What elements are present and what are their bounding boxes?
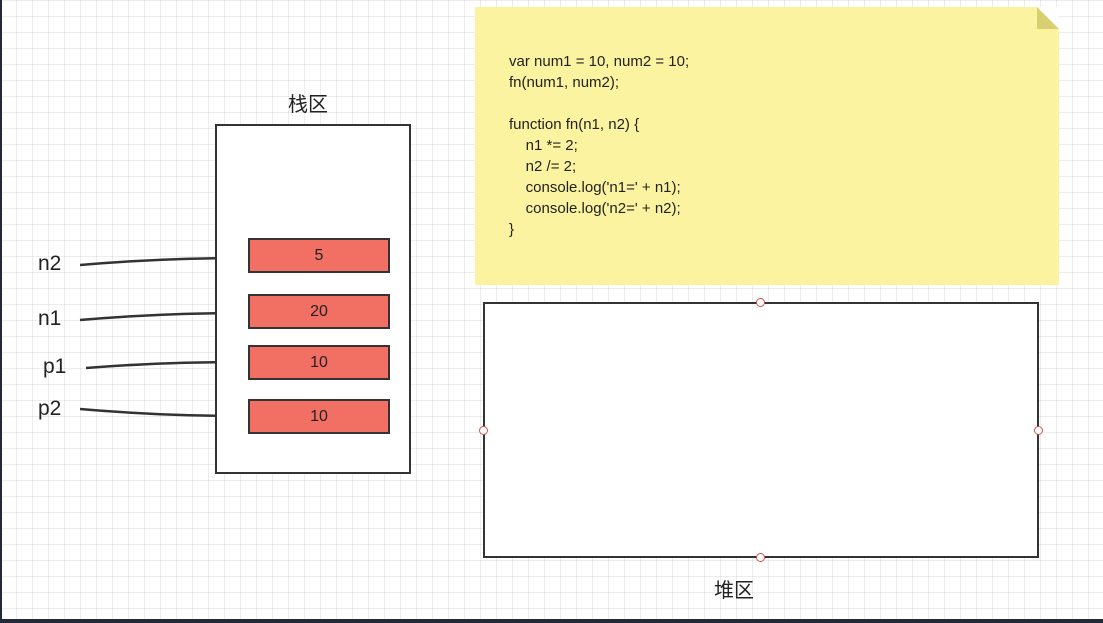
code-line: function fn(n1, n2) { [509,116,640,133]
code-line: n2 /= 2; [509,158,577,175]
code-line: n1 *= 2; [509,137,578,154]
code-line: console.log('n2=' + n2); [509,200,681,217]
variable-label-n2: n2 [38,252,62,275]
stack-cell-n1[interactable]: 20 [248,294,390,329]
resize-handle-top[interactable] [756,298,765,307]
variable-label-p2: p2 [38,397,62,420]
code-line [509,93,689,114]
code-line: var num1 = 10, num2 = 10; [509,53,690,70]
stack-title: 栈区 [288,92,328,116]
note-folded-corner [1037,7,1059,29]
resize-handle-bottom[interactable] [756,553,765,562]
resize-handle-left[interactable] [479,426,488,435]
stack-cell-p2[interactable]: 10 [248,399,390,434]
heap-region[interactable] [483,302,1039,558]
stack-cell-p1[interactable]: 10 [248,345,390,380]
resize-handle-right[interactable] [1034,426,1043,435]
stack-cell-n2[interactable]: 5 [248,238,390,273]
window-border-bottom [0,619,1103,623]
variable-label-p1: p1 [43,355,67,378]
variable-label-n1: n1 [38,307,62,330]
code-note[interactable]: var num1 = 10, num2 = 10; fn(num1, num2);… [475,7,1059,285]
code-line: console.log('n1=' + n1); [509,179,681,196]
code-line: } [509,221,515,238]
code-block: var num1 = 10, num2 = 10; fn(num1, num2);… [509,51,689,240]
code-line: fn(num1, num2); [509,74,620,91]
heap-title: 堆区 [714,578,754,602]
window-border-left [0,0,2,623]
